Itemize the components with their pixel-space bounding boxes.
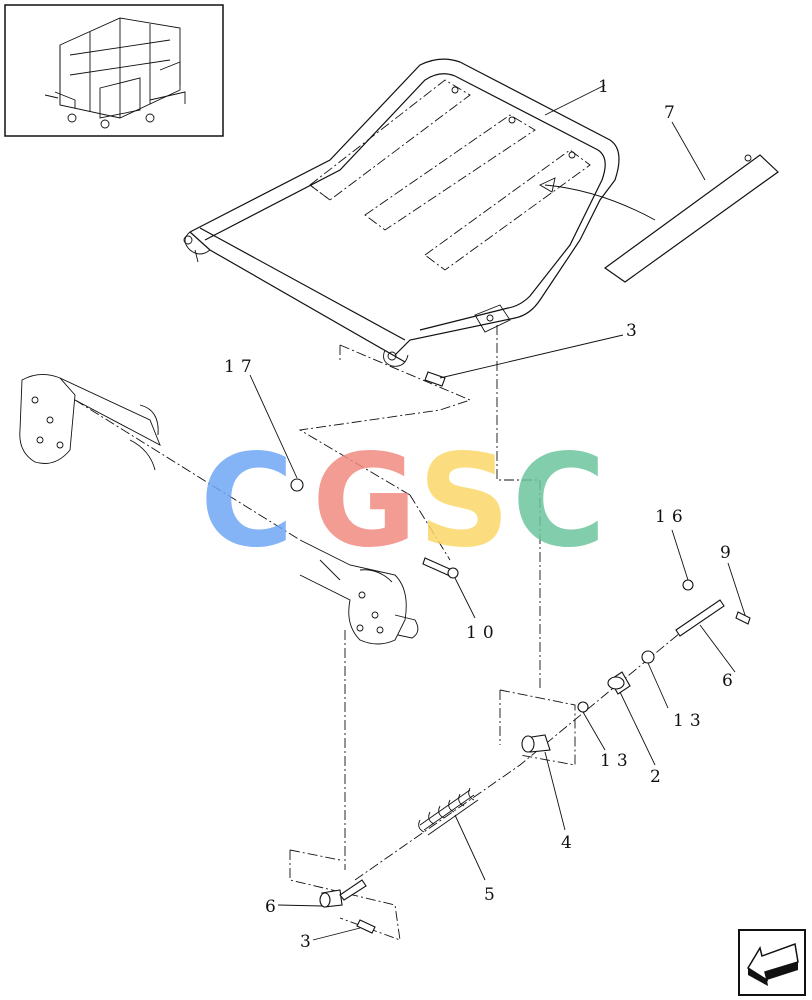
part-1-frame	[183, 58, 620, 367]
callout-6-lower: 6	[265, 897, 282, 917]
small-parts	[290, 371, 751, 934]
part-7-decal	[539, 121, 779, 283]
callout-9: 9	[720, 543, 737, 563]
callout-labels: 1 7 3 17 16 9 10 6 13 13 2 4 5 6 3	[224, 77, 739, 952]
machine-inset-thumbnail	[4, 4, 224, 137]
watermark-letter-g: G	[312, 427, 417, 576]
watermark-letter-c1: C	[200, 427, 294, 576]
callout-1: 1	[598, 77, 615, 97]
watermark-letter-c2: C	[512, 427, 606, 576]
callout-5: 5	[484, 885, 501, 905]
callout-16: 16	[655, 507, 689, 527]
callout-13-left: 13	[600, 751, 634, 771]
callout-13-right: 13	[673, 711, 707, 731]
cgsc-watermark: C G S C	[200, 427, 606, 576]
callout-4: 4	[561, 833, 578, 853]
callout-7: 7	[664, 103, 681, 123]
back-arrow-icon[interactable]	[738, 929, 806, 996]
leader-lines	[249, 334, 746, 941]
callout-3-lower: 3	[300, 932, 317, 952]
gearbox-housing	[19, 374, 419, 645]
callout-3-top: 3	[626, 321, 643, 341]
callout-2: 2	[650, 767, 667, 787]
callout-6-right: 6	[722, 671, 739, 691]
callout-10: 10	[466, 623, 500, 643]
callout-17: 17	[224, 357, 258, 377]
watermark-letter-s: S	[418, 427, 510, 576]
